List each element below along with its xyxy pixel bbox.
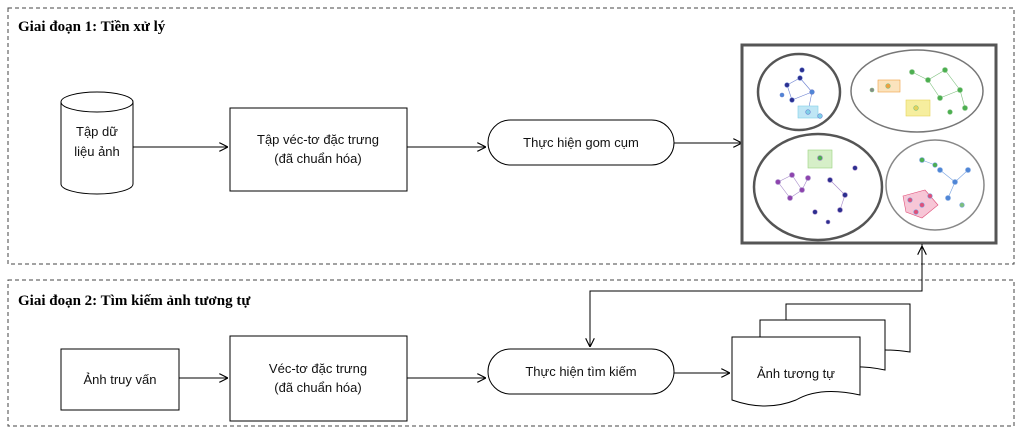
stage2-frame [7, 279, 1015, 427]
image-dataset-label-line2: liệu ảnh [74, 144, 120, 159]
clustering-label: Thực hiện gom cụm [523, 135, 639, 150]
image-dataset-label-line1: Tập dữ [76, 124, 118, 139]
cluster-outline-2 [850, 49, 984, 133]
cluster-outline-3 [752, 132, 884, 242]
cluster-4-points [902, 157, 971, 219]
query-image-node: Ảnh truy vấn [60, 348, 180, 411]
query-vector-label-line1: Véc-tơ đặc trưng [269, 361, 367, 376]
cluster-outline-4 [885, 139, 985, 231]
cluster-illustration [740, 43, 998, 245]
clustering-node: Thực hiện gom cụm [487, 119, 675, 166]
query-image-label: Ảnh truy vấn [84, 372, 157, 387]
query-vector-node: Véc-tơ đặc trưng (đã chuẩn hóa) [229, 335, 408, 422]
stage1-title: Giai đoạn 1: Tiền xử lý [18, 19, 166, 35]
similar-images-node: Ảnh tương tự [731, 303, 911, 407]
search-node: Thực hiện tìm kiếm [487, 348, 675, 395]
search-label: Thực hiện tìm kiếm [525, 364, 636, 379]
feature-set-node: Tập véc-tơ đặc trưng (đã chuẩn hóa) [229, 107, 408, 192]
feature-set-label-line1: Tập véc-tơ đặc trưng [257, 132, 379, 147]
stage2-title: Giai đoạn 2: Tìm kiếm ảnh tương tự [18, 293, 251, 309]
feature-set-label-line2: (đã chuẩn hóa) [274, 151, 361, 166]
cluster-2-points [869, 67, 968, 117]
cluster-1-points [779, 67, 823, 119]
cluster-3-points [775, 149, 858, 225]
query-vector-label-line2: (đã chuẩn hóa) [274, 380, 361, 395]
similar-images-label: Ảnh tương tự [757, 366, 835, 381]
image-dataset-node: Tập dữ liệu ảnh [60, 91, 134, 195]
stage1-frame [7, 7, 1015, 265]
cluster-outline-1 [756, 52, 842, 132]
